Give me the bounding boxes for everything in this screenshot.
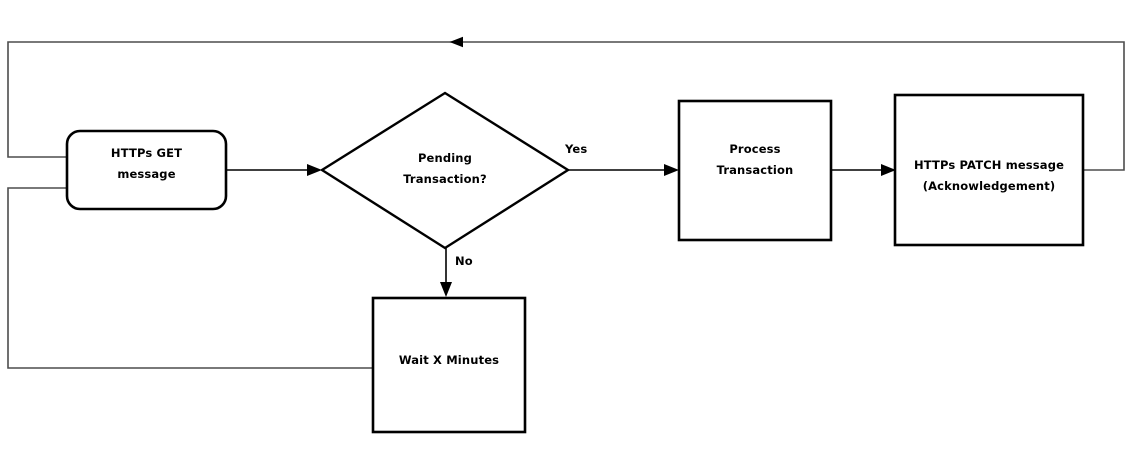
node-shape-process-transaction[interactable]	[677, 99, 833, 242]
edge-get-to-decision	[226, 164, 322, 176]
edge-process-to-patch	[831, 164, 896, 176]
node-shape-wait[interactable]	[371, 296, 527, 434]
edge-no-branch	[440, 248, 452, 297]
edge-yes-branch	[568, 164, 679, 176]
node-shape-https-get[interactable]	[65, 129, 228, 211]
node-shape-pending-decision[interactable]	[319, 91, 571, 250]
node-shape-https-patch[interactable]	[893, 93, 1085, 247]
